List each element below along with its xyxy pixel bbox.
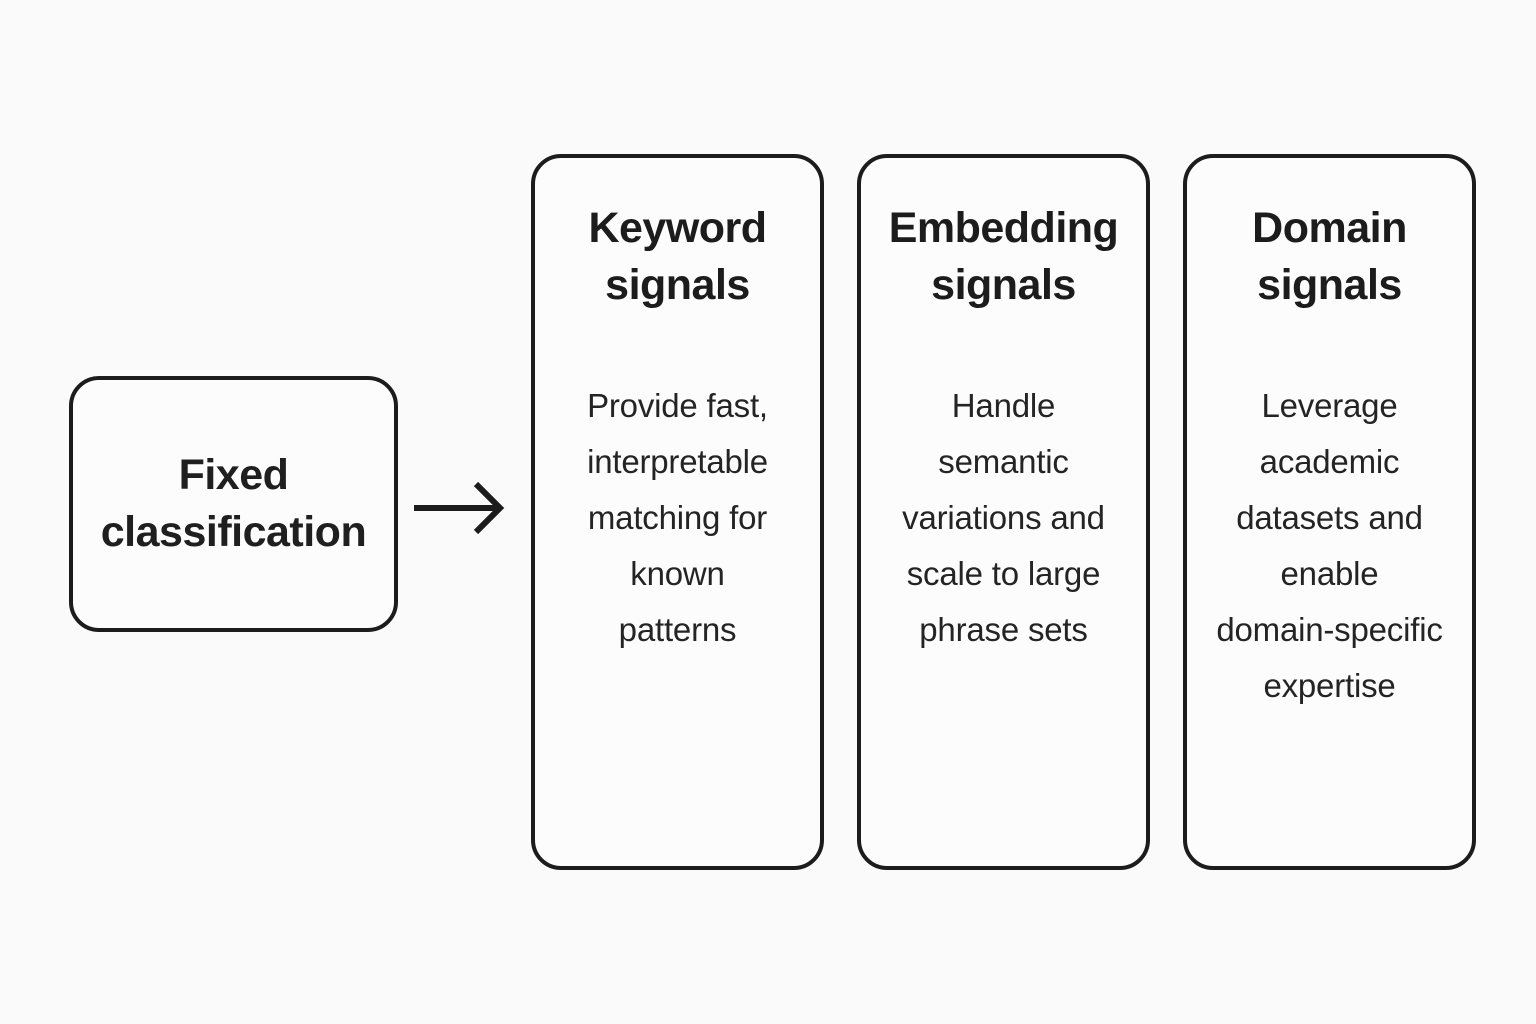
- card-embedding-signals: Embedding signals Handle semantic variat…: [857, 154, 1150, 870]
- card-body: Handle semantic variations and scale to …: [902, 387, 1105, 648]
- fixed-classification-label: Fixed classification: [100, 451, 367, 556]
- card-title: Keyword signals: [588, 204, 767, 309]
- card-title: Domain signals: [1252, 204, 1407, 309]
- card-title: Embedding signals: [888, 204, 1119, 309]
- fixed-classification-node: Fixed classification: [69, 376, 398, 632]
- arrow-right-icon: [414, 481, 505, 535]
- card-domain-signals: Domain signals Leverage academic dataset…: [1183, 154, 1476, 870]
- card-body: Provide fast, interpretable matching for…: [587, 387, 768, 648]
- card-keyword-signals: Keyword signals Provide fast, interpreta…: [531, 154, 824, 870]
- card-body: Leverage academic datasets and enable do…: [1216, 387, 1443, 704]
